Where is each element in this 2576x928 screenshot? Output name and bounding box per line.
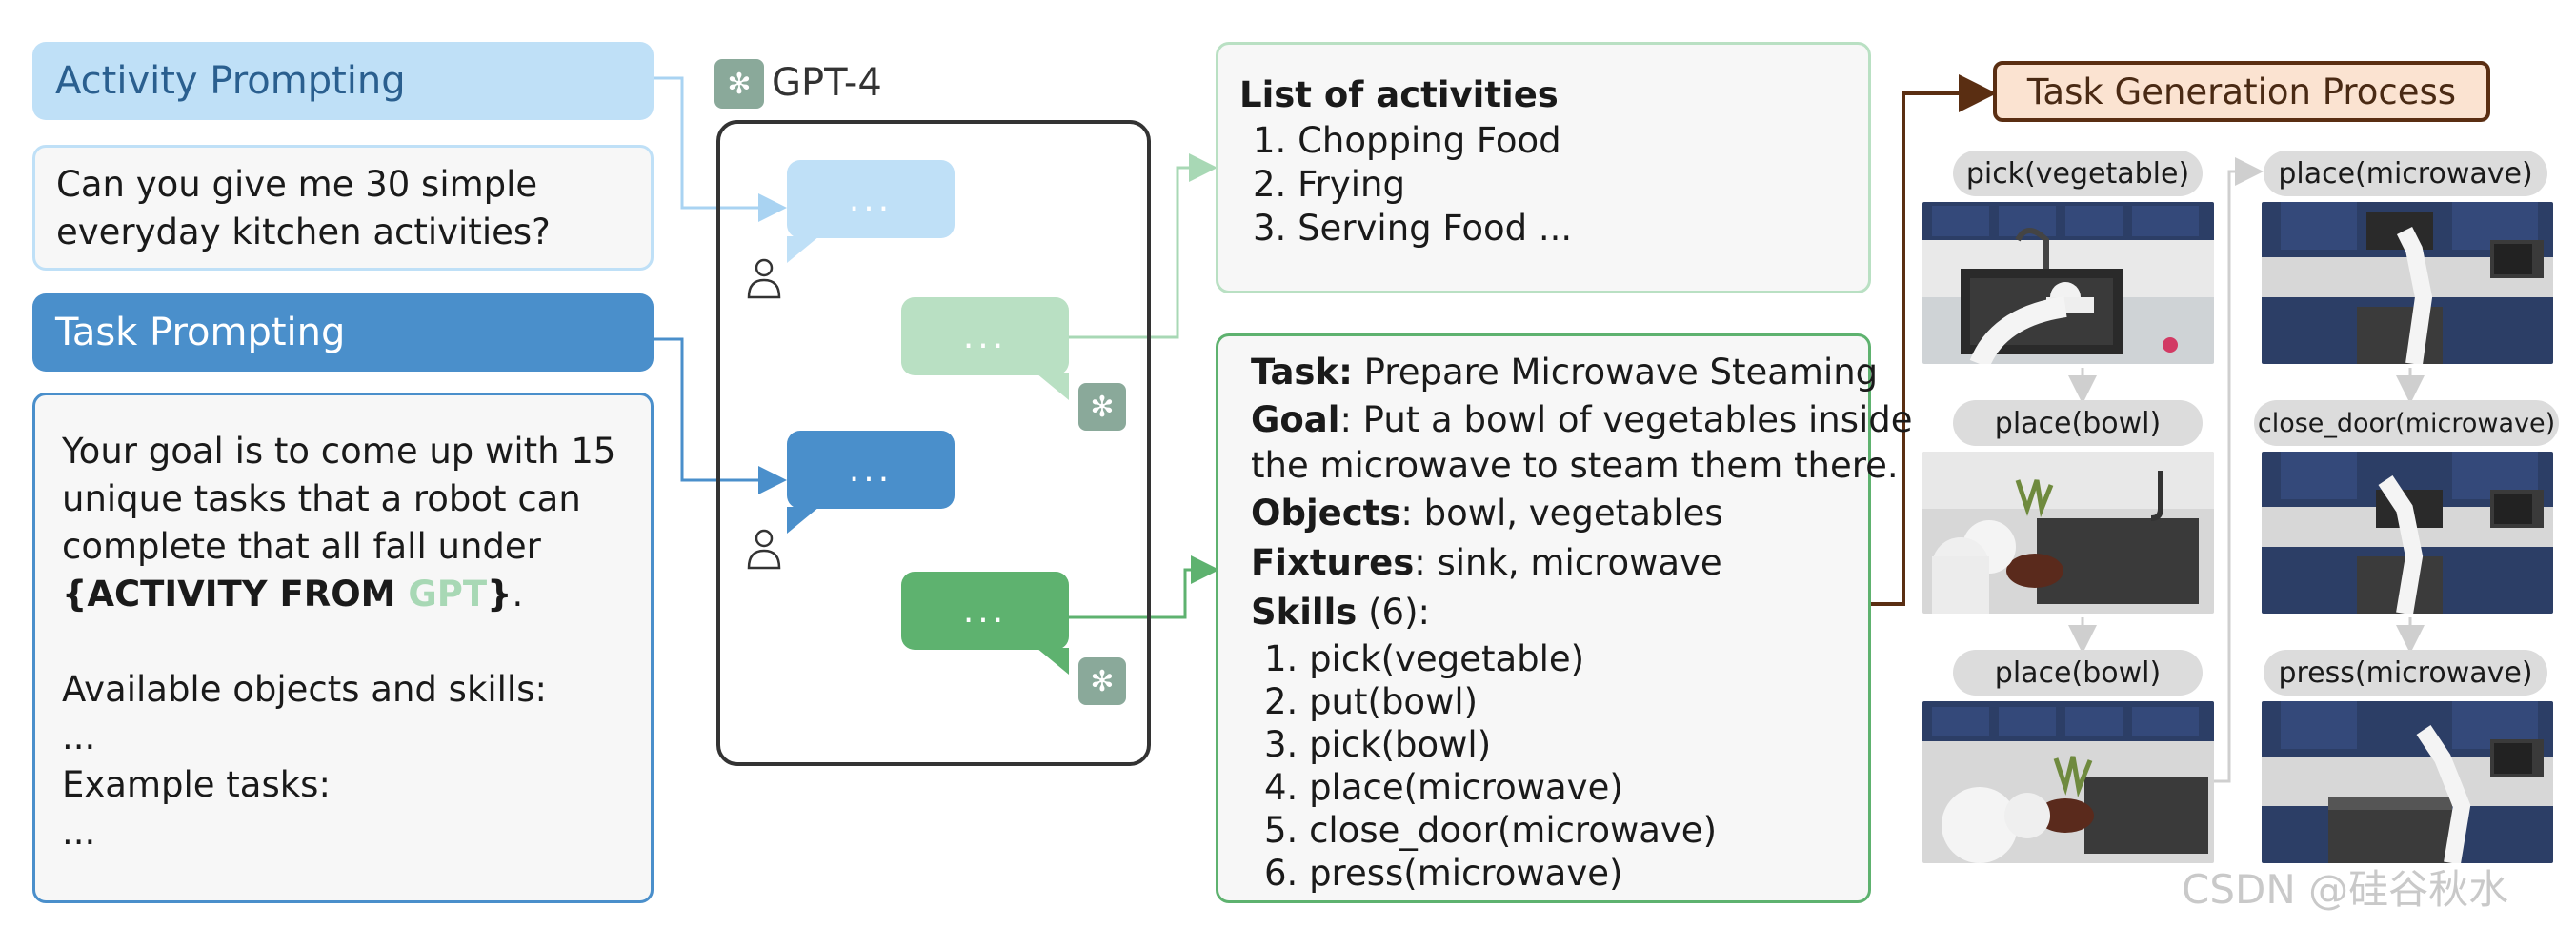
activities-output-arrow	[1069, 153, 1218, 339]
task-prompt-box: Your goal is to come up with 15 unique t…	[32, 393, 654, 903]
scene-render	[2262, 701, 2553, 863]
activity-item: 1. Chopping Food	[1253, 120, 1561, 161]
skill-item: 6. press(microwave)	[1264, 853, 1623, 894]
openai-logo-icon: ✻	[714, 59, 764, 109]
openai-logo-icon: ✻	[1078, 657, 1126, 705]
activities-title: List of activities	[1239, 74, 1559, 115]
activity-prompting-title: Activity Prompting	[55, 59, 406, 103]
activity-prompt-line: everyday kitchen activities?	[56, 212, 551, 252]
skill-item: 3. pick(bowl)	[1264, 724, 1492, 765]
activity-item: 3. Serving Food ...	[1253, 208, 1573, 249]
step-label: press(microwave)	[2264, 650, 2547, 696]
chat-window	[716, 120, 1151, 766]
scene-render	[1922, 701, 2214, 863]
task-prompt-line: Your goal is to come up with 15	[62, 431, 616, 472]
activity-prompt-line: Can you give me 30 simple	[56, 164, 538, 205]
gpt4-label: GPT-4	[772, 61, 882, 105]
gpt-message-bubble: ...	[901, 297, 1069, 375]
step-label: pick(vegetable)	[1953, 151, 2203, 196]
scene-render	[1922, 202, 2214, 364]
user-icon	[747, 529, 781, 570]
activity-prompt-box: Can you give me 30 simple everyday kitch…	[32, 145, 654, 271]
scene-render	[2262, 202, 2553, 364]
task-line: Task: Prepare Microwave Steaming	[1251, 352, 1879, 393]
task-output-arrow	[1069, 555, 1219, 619]
user-message-bubble: ...	[787, 431, 955, 509]
openai-logo-icon: ✻	[1078, 383, 1126, 431]
objects-line: Objects: bowl, vegetables	[1251, 493, 1723, 534]
user-message-bubble: ...	[787, 160, 955, 238]
user-icon	[747, 258, 781, 299]
task-prompt-activity-placeholder: {ACTIVITY FROM GPT}.	[62, 574, 524, 615]
step-label: close_door(microwave)	[2254, 400, 2559, 446]
process-arrow	[1871, 74, 1997, 606]
step-arrow-3	[2214, 157, 2264, 783]
task-prompt-objects-label: Available objects and skills:	[62, 669, 547, 710]
skill-item: 2. put(bowl)	[1264, 681, 1479, 722]
task-prompt-line: unique tasks that a robot can	[62, 478, 581, 519]
activity-arrow	[654, 76, 787, 222]
task-prompt-objects-value: ...	[62, 716, 96, 757]
watermark: CSDN @硅谷秋水	[2182, 866, 2509, 913]
step-label: place(bowl)	[1953, 650, 2203, 696]
task-prompting-title: Task Prompting	[55, 311, 346, 354]
task-output-box: Task: Prepare Microwave Steaming Goal: P…	[1216, 333, 1913, 903]
scene-render	[1922, 452, 2214, 614]
goal-line-2: the microwave to steam them there.	[1251, 445, 1899, 486]
task-generation-process-title: Task Generation Process	[1993, 61, 2490, 122]
task-prompt-line: complete that all fall under	[62, 526, 541, 567]
skill-item: 1. pick(vegetable)	[1264, 638, 1585, 679]
skill-item: 4. place(microwave)	[1264, 767, 1623, 808]
fixtures-line: Fixtures: sink, microwave	[1251, 542, 1722, 583]
step-label: place(microwave)	[2264, 151, 2547, 196]
activities-output-box: List of activities 1. Chopping Food 2. F…	[1216, 42, 1871, 293]
step-label: place(bowl)	[1953, 400, 2203, 446]
activity-prompting-header: Activity Prompting	[32, 42, 654, 120]
bubble-tail	[787, 507, 819, 534]
bubble-tail	[1036, 373, 1069, 400]
task-prompting-header: Task Prompting	[32, 293, 654, 372]
task-arrow	[654, 337, 787, 494]
scene-render	[2262, 452, 2553, 614]
skills-line: Skills (6):	[1251, 592, 1430, 633]
task-prompt-examples-label: Example tasks:	[62, 764, 331, 805]
bubble-tail	[787, 236, 819, 263]
bubble-tail	[1036, 648, 1069, 675]
activity-item: 2. Frying	[1253, 164, 1405, 205]
goal-line: Goal: Put a bowl of vegetables inside	[1251, 399, 1913, 440]
skill-item: 5. close_door(microwave)	[1264, 810, 1718, 851]
task-prompt-examples-value: ...	[62, 812, 96, 853]
gpt-message-bubble: ...	[901, 572, 1069, 650]
